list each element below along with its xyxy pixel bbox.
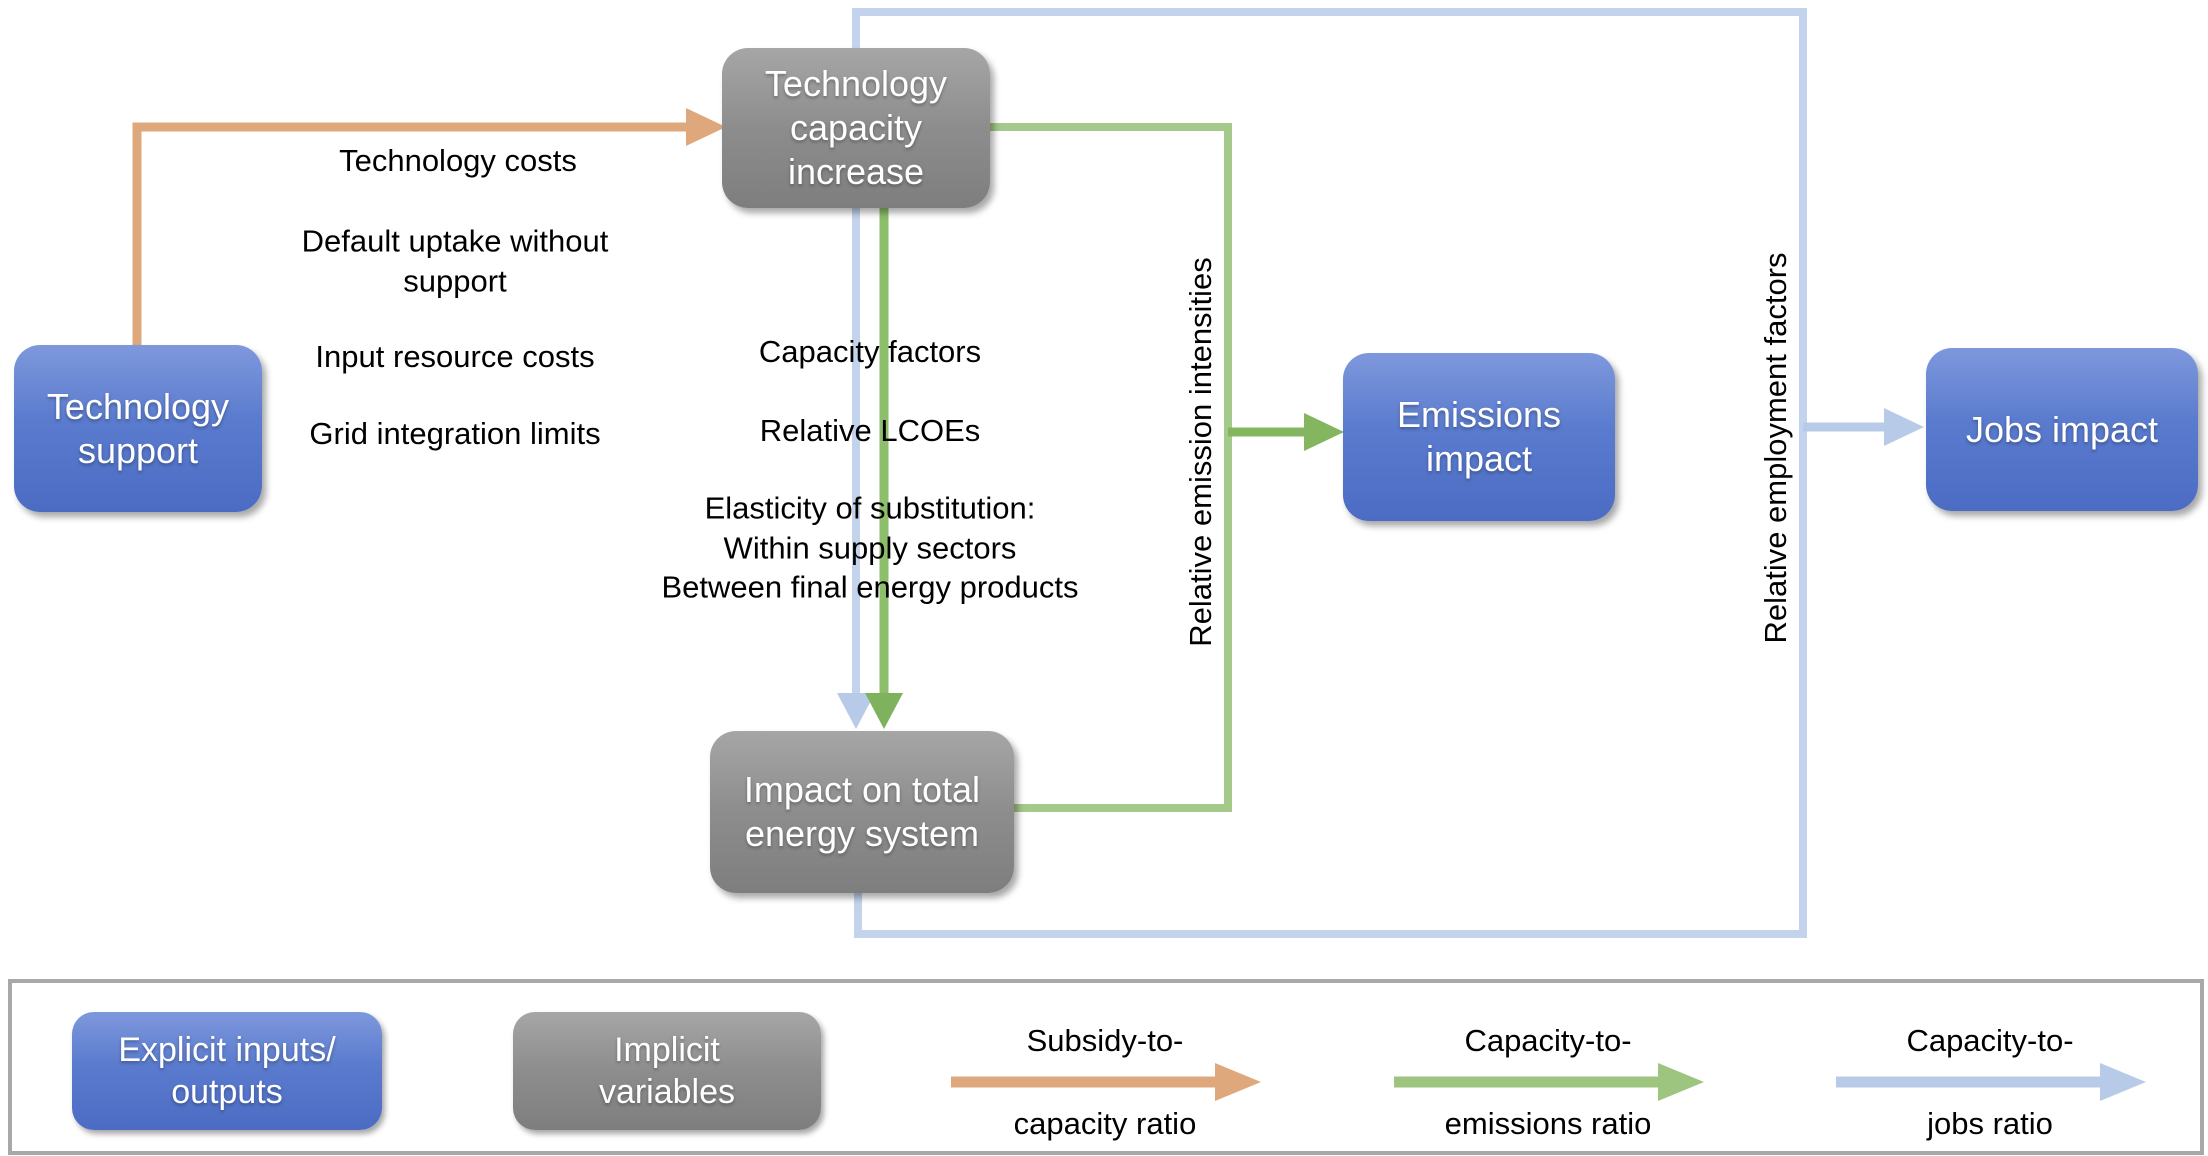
legend-arrow-label-top: Subsidy-to- [1026,1023,1184,1058]
label-capacity-factors: Capacity factors [758,334,982,370]
node-emissions-impact: Emissions impact [1343,353,1615,521]
orange-arrow-icon [951,1063,1261,1102]
node-technology-capacity-increase: Technology capacity increase [722,48,990,208]
legend-capacity-to-jobs: Capacity-to- jobs ratio [1830,1022,2150,1142]
emissions-arrowhead [1304,413,1344,451]
subsidy-to-capacity-line [132,122,690,349]
legend-arrow-label-bottom: capacity ratio [1013,1106,1197,1142]
legend-capacity-to-emissions: Capacity-to- emissions ratio [1388,1022,1708,1142]
label-relative-lcoes: Relative LCOEs [759,413,981,449]
jobs-arrowhead [1884,408,1924,446]
blue-down-arrowhead [837,693,875,729]
green-arrow-icon [1394,1063,1704,1102]
label-relative-emission-intensities: Relative emission intensities [1183,257,1219,647]
subsidy-arrowhead [686,108,726,146]
label-grid-integration-limits: Grid integration limits [309,416,601,452]
light-blue-arrow-icon [1836,1063,2146,1102]
label-technology-costs: Technology costs [339,143,577,179]
label-relative-employment-factors: Relative employment factors [1758,252,1794,644]
capacity-to-emissions-loop-line [990,123,1232,812]
node-jobs-impact: Jobs impact [1926,348,2198,511]
green-down-arrowhead [865,693,903,729]
label-input-resource-costs: Input resource costs [315,339,595,375]
label-elasticity-of-substitution: Elasticity of substitution: Within suppl… [661,490,1079,605]
legend-subsidy-to-capacity: Subsidy-to- capacity ratio [945,1022,1265,1142]
legend-implicit-variables: Implicit variables [513,1012,821,1130]
label-default-uptake: Default uptake without support [301,223,609,298]
node-impact-total-energy-system: Impact on total energy system [710,731,1014,893]
legend-arrow-label-bottom: jobs ratio [1927,1106,2053,1142]
legend-explicit-inputs-outputs: Explicit inputs/ outputs [72,1012,382,1130]
legend-arrow-label-bottom: emissions ratio [1444,1106,1652,1142]
legend-arrow-label-top: Capacity-to- [1464,1023,1632,1058]
node-technology-support: Technology support [14,345,262,512]
legend-arrow-label-top: Capacity-to- [1906,1023,2074,1058]
